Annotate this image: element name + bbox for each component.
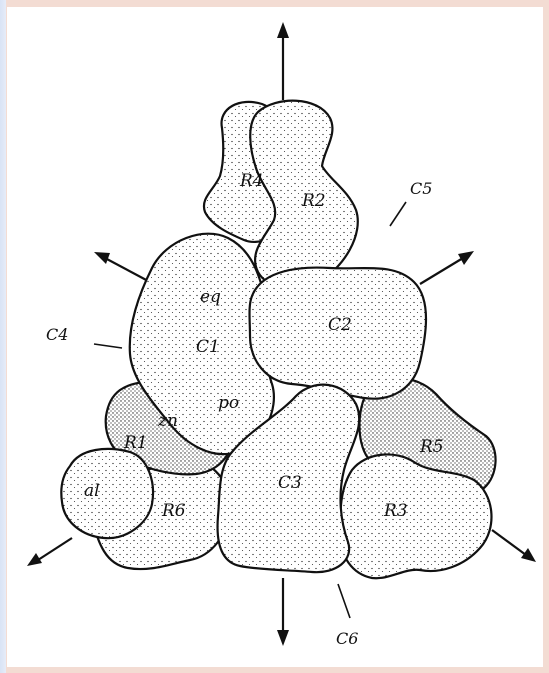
label-al: al (84, 481, 100, 501)
label-r3: R3 (383, 501, 408, 521)
label-c4: C4 (46, 325, 68, 344)
label-c2: C2 (328, 315, 352, 335)
arrow-lower-right (492, 530, 536, 562)
leader-c4 (94, 344, 122, 348)
label-r2: R2 (301, 191, 326, 211)
leader-c5 (390, 202, 406, 226)
label-eq: eq (200, 287, 221, 307)
arrow-upper-left (94, 252, 150, 282)
subunit-al-blob (61, 449, 153, 538)
arrow-top (277, 22, 289, 100)
label-r1: R1 (123, 433, 148, 453)
arrow-lower-left (27, 538, 72, 566)
arrow-bottom (277, 578, 289, 646)
leader-c6 (338, 584, 350, 618)
label-r5: R5 (419, 437, 444, 457)
label-c1: C1 (196, 337, 220, 357)
label-c6: C6 (336, 629, 358, 648)
label-zn: zn (157, 411, 178, 431)
label-r4: R4 (239, 171, 264, 191)
label-c3: C3 (278, 473, 302, 493)
label-po: po (218, 393, 239, 413)
label-c5: C5 (410, 179, 432, 198)
label-r6: R6 (161, 501, 186, 521)
arrow-upper-right (420, 251, 474, 284)
